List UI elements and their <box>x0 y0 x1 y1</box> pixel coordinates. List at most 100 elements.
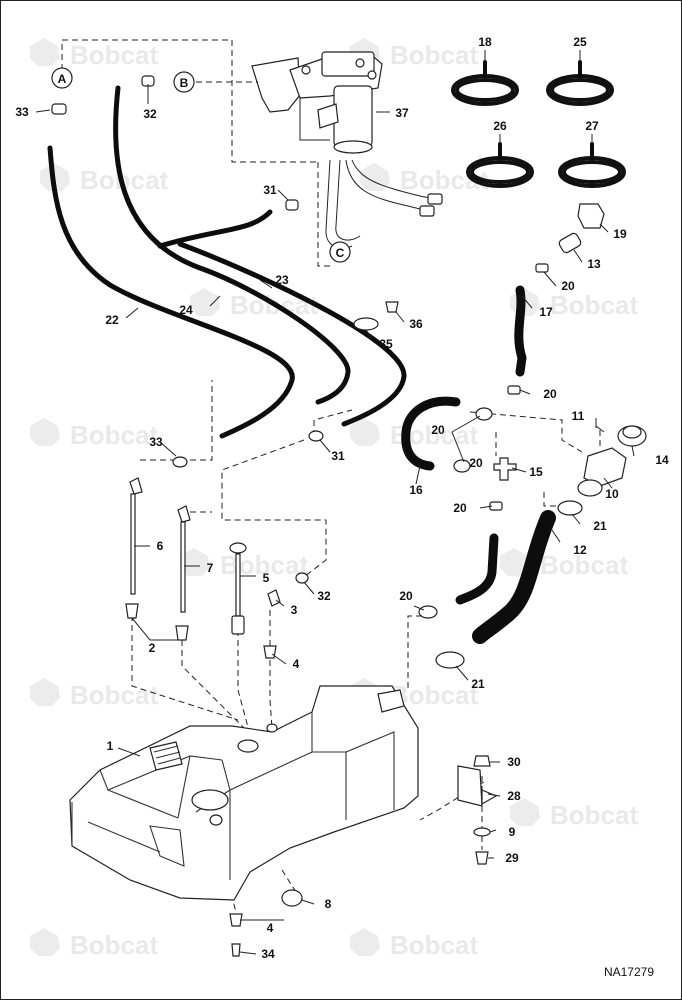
coil-25 <box>546 60 614 106</box>
hose-22 <box>47 145 295 439</box>
bobcat-head-icon <box>350 418 380 446</box>
callout-20: 20 <box>431 423 445 437</box>
callout-15: 15 <box>529 465 543 479</box>
circle-letter-icon <box>329 241 351 263</box>
callout-28: 28 <box>507 789 521 803</box>
callout-35: 35 <box>379 337 393 351</box>
hose-24 <box>113 85 351 405</box>
hoses <box>47 85 556 644</box>
watermark-text: Bobcat <box>540 550 628 580</box>
callout-32: 32 <box>317 589 331 603</box>
connection-label-b: B <box>180 76 189 90</box>
callout-18: 18 <box>478 35 492 49</box>
callout-27: 27 <box>585 119 599 133</box>
connection-marker-b: B <box>173 71 195 93</box>
watermark-text: Bobcat <box>390 40 478 70</box>
callout-20: 20 <box>543 387 557 401</box>
bobcat-head-icon <box>500 548 530 576</box>
watermark-text: Bobcat <box>70 40 158 70</box>
watermark-text: Bobcat <box>390 930 478 960</box>
callout-1: 1 <box>107 739 114 753</box>
circle-letter-icon <box>51 67 73 89</box>
callout-22: 22 <box>105 313 119 327</box>
callout-33: 33 <box>15 105 29 119</box>
callout-5: 5 <box>263 571 270 585</box>
hose-12 <box>472 510 556 644</box>
callout-7: 7 <box>207 561 214 575</box>
callout-33: 33 <box>149 435 163 449</box>
callout-20: 20 <box>453 501 467 515</box>
bobcat-head-icon <box>30 928 60 956</box>
watermark-text: Bobcat <box>70 420 158 450</box>
watermark-text: Bobcat <box>70 680 158 710</box>
coil-26 <box>466 142 534 188</box>
bobcat-head-icon <box>510 798 540 826</box>
callout-13: 13 <box>587 257 601 271</box>
callout-14: 14 <box>655 453 669 467</box>
watermark-text: Bobcat <box>550 290 638 320</box>
fuel-filter-assembly <box>251 51 443 249</box>
hose-16 <box>401 396 461 471</box>
callout-24: 24 <box>179 303 193 317</box>
callout-37: 37 <box>395 106 409 120</box>
callout-32: 32 <box>143 107 157 121</box>
bobcat-head-icon <box>30 678 60 706</box>
circle-letter-icon <box>173 71 195 93</box>
callout-31: 31 <box>331 449 345 463</box>
callout-21: 21 <box>471 677 485 691</box>
coiled-hoses <box>451 60 626 188</box>
connection-markers: A B C <box>51 67 351 263</box>
callout-19: 19 <box>613 227 627 241</box>
hose-23 <box>157 209 407 427</box>
callout-25: 25 <box>573 35 587 49</box>
callout-20: 20 <box>561 279 575 293</box>
callout-36: 36 <box>409 317 423 331</box>
callout-34: 34 <box>261 947 275 961</box>
watermark-text: Bobcat <box>390 680 478 710</box>
bobcat-head-icon <box>180 548 210 576</box>
bobcat-head-icon <box>360 163 390 191</box>
callout-17: 17 <box>539 305 553 319</box>
callout-11: 11 <box>572 409 585 423</box>
callout-4: 4 <box>293 657 300 671</box>
callout-16: 16 <box>409 483 423 497</box>
reference-code: NA17279 <box>604 965 654 979</box>
watermark-text: Bobcat <box>550 800 638 830</box>
callout-20: 20 <box>469 456 483 470</box>
hose-lower <box>455 533 499 605</box>
coil-18 <box>451 60 519 106</box>
callout-3: 3 <box>291 603 298 617</box>
callout-10: 10 <box>605 487 619 501</box>
connection-label-a: A <box>58 72 67 86</box>
fuel-tank <box>69 685 419 901</box>
bobcat-head-icon <box>30 38 60 66</box>
callout-31: 31 <box>263 183 277 197</box>
bobcat-head-icon <box>190 288 220 316</box>
callout-12: 12 <box>573 543 587 557</box>
callout-21: 21 <box>593 519 607 533</box>
callout-30: 30 <box>507 755 521 769</box>
callout-20: 20 <box>399 589 413 603</box>
callout-29: 29 <box>505 851 519 865</box>
bobcat-head-icon <box>350 928 380 956</box>
connection-marker-a: A <box>51 67 73 89</box>
connection-label-c: C <box>336 246 345 260</box>
callout-8: 8 <box>325 897 332 911</box>
bobcat-head-icon <box>30 418 60 446</box>
leader-lines <box>35 50 635 955</box>
hose-17 <box>514 285 527 377</box>
watermark-text: Bobcat <box>220 550 308 580</box>
callout-2: 2 <box>149 641 156 655</box>
callout-6: 6 <box>157 539 164 553</box>
coil-27 <box>558 142 626 188</box>
callout-9: 9 <box>509 825 516 839</box>
callout-26: 26 <box>493 119 507 133</box>
connection-lines <box>61 39 601 913</box>
watermark-text: Bobcat <box>70 930 158 960</box>
callout-4: 4 <box>267 921 274 935</box>
part-callouts: 1 2 3 4 4 5 6 7 8 9 10 11 12 13 14 15 16… <box>15 35 669 961</box>
callout-23: 23 <box>275 273 289 287</box>
connection-marker-c: C <box>329 241 351 263</box>
